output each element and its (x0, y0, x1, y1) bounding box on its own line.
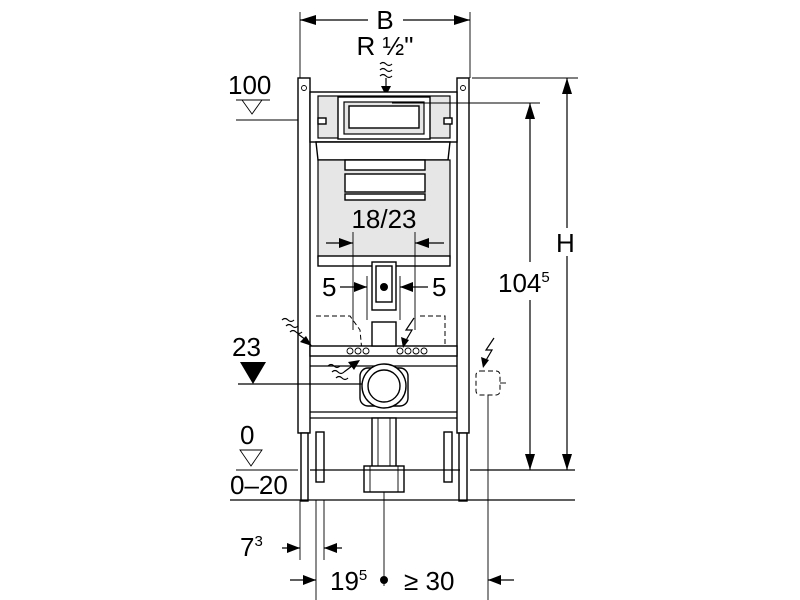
supply-fitting (371, 321, 397, 347)
flush-pipe (371, 261, 397, 311)
min-distance-dimension: ≥ 30 (404, 566, 514, 596)
electric-supply-icon (401, 317, 415, 348)
electric-socket-icon (475, 337, 506, 600)
height-104-dimension: 1045 (392, 102, 550, 470)
dim-19-base: 19 (330, 566, 359, 596)
dim-7-label: 73 (240, 532, 263, 562)
water-supply-icon (379, 61, 393, 96)
floor-range-label: 0–20 (230, 470, 288, 500)
offset-dimension: 5 5 (322, 272, 446, 320)
cross-bar (309, 345, 458, 357)
dim-104-label: 1045 (498, 268, 550, 298)
level-23-label: 23 (232, 332, 261, 362)
level-100-label: 100 (228, 70, 271, 100)
min-distance-label: ≥ 30 (404, 566, 454, 596)
height-label: H (556, 228, 575, 258)
level-0-label: 0 (240, 420, 254, 450)
dim-7-base: 7 (240, 532, 254, 562)
thread-label: R ½" (357, 31, 414, 61)
drain-icon (359, 363, 409, 493)
dim-19-5: 195 (290, 492, 388, 600)
dim-19-sup: 5 (359, 567, 367, 584)
dim-7-3: 73 (240, 500, 342, 562)
dim-104-sup: 5 (541, 269, 549, 286)
spacing-dimension: 18/23 (326, 204, 444, 330)
level-23-marker: 23 (232, 332, 362, 385)
spacing-label: 18/23 (351, 204, 416, 234)
offset-right-label: 5 (432, 272, 446, 302)
offset-left-label: 5 (322, 272, 336, 302)
dim-104-base: 104 (498, 268, 541, 298)
dim-19-label: 195 (330, 566, 367, 596)
width-dimension: B (299, 5, 471, 78)
water-supply-left-icon (281, 317, 312, 346)
dim-7-sup: 3 (254, 533, 262, 550)
height-dimension: H (472, 77, 578, 470)
width-label: B (376, 5, 393, 35)
cistern (309, 91, 458, 267)
level-100-marker: 100 (228, 70, 298, 121)
level-0-marker: 0 0–20 (230, 420, 575, 501)
